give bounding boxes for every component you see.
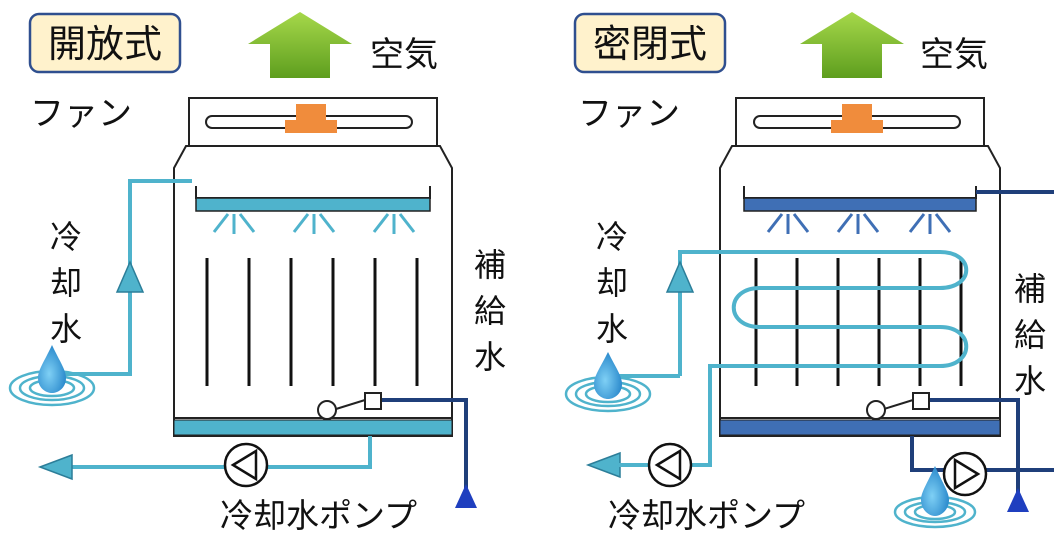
closed-water-droplet-icon <box>564 352 652 413</box>
closed-spray-nozzles-icon <box>766 213 952 234</box>
open-fan-base-icon <box>285 120 337 133</box>
open-fan-label: ファン <box>30 94 132 134</box>
closed-fan-base-icon <box>831 120 883 133</box>
closed-makeup-water-char-2: 給 <box>1014 316 1046 354</box>
open-flow-arrow-up-icon <box>115 260 145 293</box>
open-fill-media <box>205 258 419 386</box>
open-fan-hub-icon <box>296 104 326 120</box>
open-makeup-water-char-2: 給 <box>474 292 506 330</box>
open-water-droplet-icon <box>8 345 96 407</box>
closed-fan-hub-icon <box>842 104 872 120</box>
open-discharge-pipe <box>72 436 372 469</box>
open-makeup-arrow-up-icon <box>455 484 477 508</box>
open-air-arrow-icon <box>248 12 352 78</box>
closed-heat-exchange-coil <box>676 250 969 467</box>
closed-type-panel: 密閉式 空気 ファン <box>564 12 1054 534</box>
closed-float-ball-icon <box>866 400 886 420</box>
closed-spray-pump-droplet-icon <box>893 466 977 529</box>
closed-air-arrow-icon <box>800 12 904 78</box>
closed-spray-header <box>743 197 977 212</box>
closed-title: 密閉式 <box>593 22 707 66</box>
closed-spray-circulation-pipe <box>910 436 945 472</box>
closed-cooling-water-char-3: 水 <box>596 310 628 348</box>
open-title: 開放式 <box>48 22 162 66</box>
open-spray-header <box>195 197 431 212</box>
open-cooling-water-char-1: 冷 <box>50 218 82 256</box>
closed-cooling-water-char-1: 冷 <box>596 218 628 256</box>
open-water-basin <box>173 419 453 436</box>
closed-cooling-water-char-2: 却 <box>596 264 628 302</box>
open-cooling-water-char-3: 水 <box>50 310 82 348</box>
open-title-box <box>28 12 182 74</box>
closed-float-valve-icon <box>912 392 930 410</box>
open-pump-label: 冷却水ポンプ <box>220 496 417 534</box>
closed-tower-body <box>719 145 1001 437</box>
closed-makeup-water-pipe <box>929 398 1020 495</box>
open-tower-body <box>173 145 453 437</box>
open-outlet-arrow-left-icon <box>37 453 73 481</box>
open-float-ball-icon <box>317 400 337 420</box>
closed-makeup-arrow-up-icon <box>1007 488 1029 512</box>
open-makeup-water-char-1: 補 <box>474 246 506 284</box>
open-air-label: 空気 <box>370 35 438 75</box>
open-spray-nozzles-icon <box>212 213 416 234</box>
closed-outlet-arrow-left-icon <box>585 451 621 479</box>
closed-makeup-water-char-3: 水 <box>1014 362 1046 400</box>
open-float-valve-icon <box>364 392 382 410</box>
open-type-panel: 開放式 空気 ファン <box>8 12 506 534</box>
closed-flow-arrow-up-icon <box>665 260 695 293</box>
open-cooling-water-char-2: 却 <box>50 264 82 302</box>
open-makeup-water-pipe <box>381 398 468 490</box>
closed-makeup-water-char-1: 補 <box>1014 270 1046 308</box>
closed-pump-label: 冷却水ポンプ <box>608 496 805 534</box>
open-makeup-water-char-3: 水 <box>474 338 506 376</box>
closed-water-basin <box>719 419 1001 436</box>
closed-air-label: 空気 <box>920 35 988 75</box>
closed-title-box <box>573 12 727 74</box>
closed-fan-label: ファン <box>578 94 680 134</box>
